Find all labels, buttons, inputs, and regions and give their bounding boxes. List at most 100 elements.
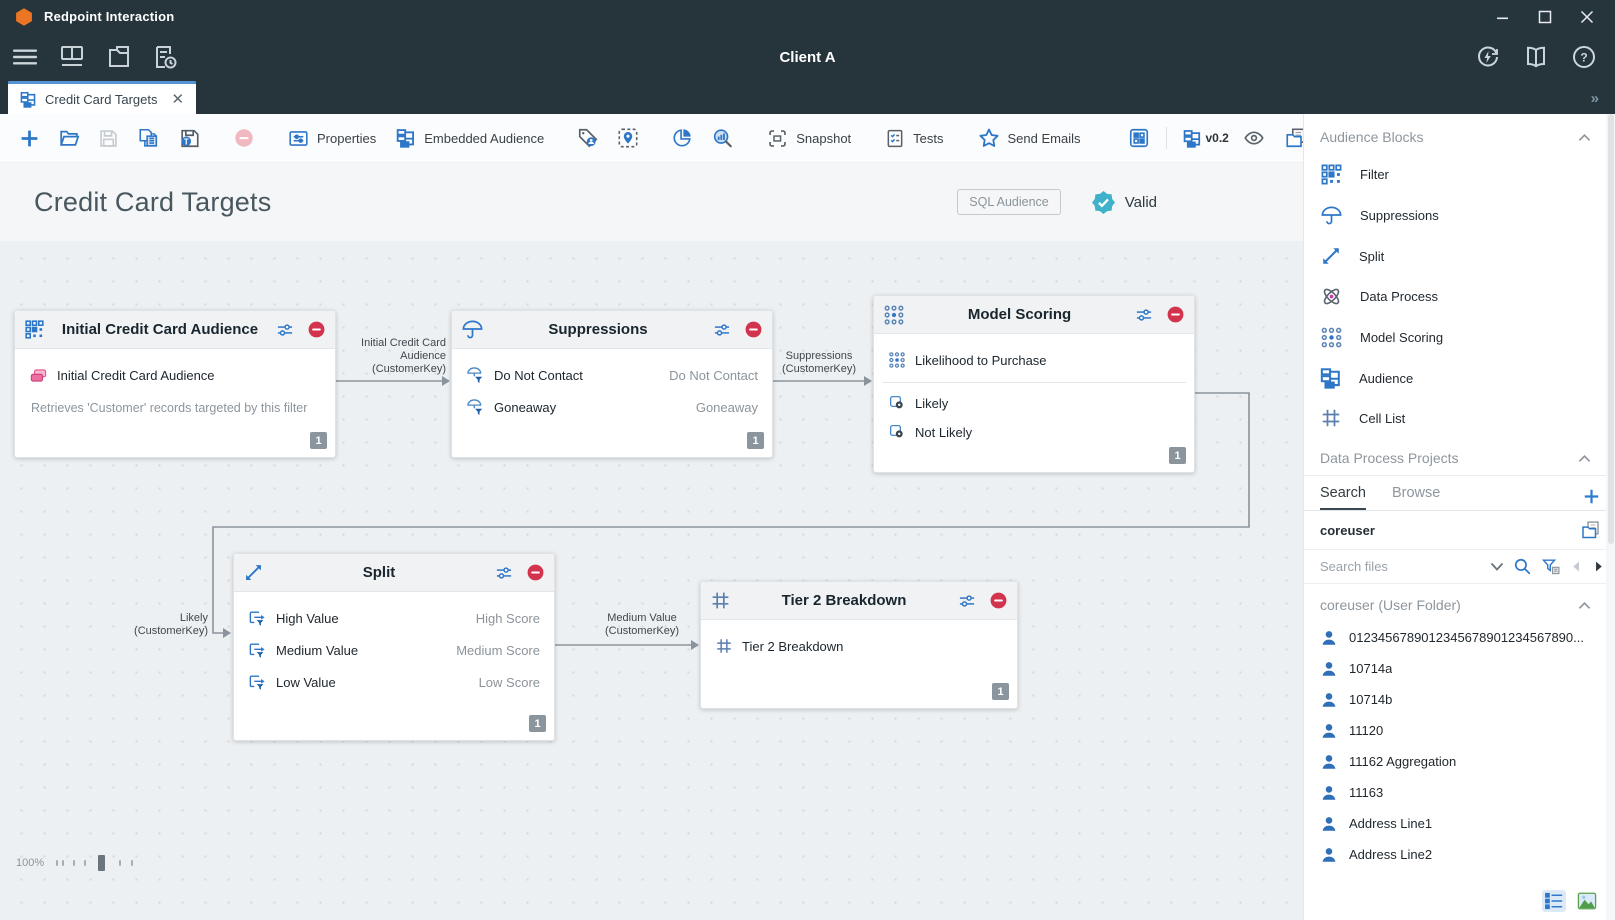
send-emails-star-icon — [978, 127, 1000, 149]
tests-button[interactable]: Tests — [875, 128, 953, 149]
node-model-scoring[interactable]: Model Scoring Likeliho — [873, 295, 1195, 473]
audiences-workspace-icon[interactable] — [58, 44, 86, 70]
file-item[interactable]: 10714a — [1304, 653, 1615, 684]
file-item[interactable]: 0123456789012345678901234567890... — [1304, 622, 1615, 653]
node-delete-button[interactable] — [526, 563, 545, 582]
version-label: v0.2 — [1205, 131, 1229, 145]
block-item-filter[interactable]: Filter — [1304, 154, 1615, 195]
export-documents-button[interactable] — [1275, 127, 1316, 149]
block-item-suppressions[interactable]: Suppressions — [1304, 195, 1615, 236]
file-search-bar — [1304, 550, 1615, 584]
node-settings-icon[interactable] — [712, 320, 732, 340]
suppressions-icon — [461, 318, 484, 341]
block-item-cell-list[interactable]: Cell List — [1304, 398, 1615, 438]
audience-blocks-header[interactable]: Audience Blocks — [1304, 114, 1615, 154]
open-button[interactable] — [49, 127, 89, 149]
file-item[interactable]: 11120 — [1304, 715, 1615, 746]
next-page-icon[interactable] — [1592, 560, 1605, 573]
maximize-button[interactable] — [1537, 9, 1553, 25]
chevron-down-icon[interactable] — [1490, 562, 1504, 572]
close-button[interactable] — [1579, 9, 1595, 25]
app-title: Redpoint Interaction — [44, 9, 175, 24]
valid-seal-icon — [1091, 190, 1115, 214]
node-delete-button[interactable] — [744, 320, 763, 339]
sidebar-scrollbar[interactable] — [1606, 114, 1615, 920]
dashboard-button[interactable] — [1119, 127, 1159, 149]
block-item-model-scoring[interactable]: Model Scoring — [1304, 317, 1615, 358]
user-icon — [1322, 630, 1336, 645]
list-view-button[interactable] — [1542, 890, 1566, 912]
hamburger-menu-icon[interactable] — [12, 46, 38, 68]
node-title: Initial Credit Card Audience — [61, 321, 259, 338]
user-folder-header[interactable]: coreuser (User Folder) — [1304, 584, 1615, 622]
filter-files-icon[interactable] — [1541, 557, 1561, 576]
previous-page-icon[interactable] — [1570, 560, 1583, 573]
help-icon[interactable]: ? — [1571, 44, 1597, 70]
user-icon — [1322, 754, 1336, 769]
file-item[interactable]: 11162 Aggregation — [1304, 746, 1615, 777]
open-project-icon[interactable] — [1580, 520, 1601, 540]
documentation-icon[interactable] — [1523, 44, 1549, 70]
user-icon — [1322, 816, 1336, 831]
tab-bar: Credit Card Targets ✕ » — [0, 81, 1615, 114]
add-project-button[interactable] — [1582, 487, 1601, 510]
node-delete-button[interactable] — [1166, 305, 1185, 324]
node-settings-icon[interactable] — [1134, 305, 1154, 325]
node-tier-2-breakdown[interactable]: Tier 2 Breakdown Tier — [700, 581, 1018, 709]
node-delete-button[interactable] — [989, 591, 1008, 610]
file-item[interactable]: 10714b — [1304, 684, 1615, 715]
remove-button[interactable] — [224, 127, 264, 149]
tab-close-icon[interactable]: ✕ — [171, 90, 185, 108]
add-block-button[interactable] — [10, 128, 49, 149]
minimize-button[interactable] — [1495, 9, 1511, 25]
properties-button[interactable]: Properties — [278, 128, 386, 149]
node-initial-credit-card-audience[interactable]: Initial Credit Card Audience — [14, 310, 336, 458]
thumbnail-view-button[interactable] — [1575, 890, 1599, 912]
project-row-coreuser[interactable]: coreuser — [1304, 511, 1615, 550]
file-item[interactable]: Address Line1 — [1304, 808, 1615, 839]
window-titlebar: Redpoint Interaction — [0, 0, 1615, 33]
tab-overflow-icon[interactable]: » — [1590, 90, 1599, 107]
node-settings-icon[interactable] — [494, 563, 514, 583]
node-settings-icon[interactable] — [957, 591, 977, 611]
version-indicator[interactable]: v0.2 — [1174, 129, 1233, 148]
search-icon[interactable] — [1513, 557, 1532, 576]
save-button[interactable] — [89, 128, 128, 149]
audience-canvas[interactable]: Initial Credit Card Audience (CustomerKe… — [0, 241, 1303, 920]
tab-browse[interactable]: Browse — [1391, 485, 1441, 501]
analyze-button[interactable] — [702, 127, 743, 149]
collapse-icon[interactable] — [1578, 133, 1591, 142]
tab-search[interactable]: Search — [1320, 485, 1366, 510]
node-suppressions[interactable]: Suppressions Do Not Co — [451, 310, 773, 458]
canvas-zoom-control[interactable]: 100% — [16, 855, 134, 871]
files-workspace-icon[interactable] — [106, 44, 132, 70]
data-process-projects-header[interactable]: Data Process Projects — [1304, 438, 1615, 475]
save-template-button[interactable]: T — [169, 127, 210, 149]
node-split[interactable]: Split High Value — [233, 553, 555, 741]
collapse-icon[interactable] — [1578, 601, 1591, 610]
file-item[interactable]: 11163 — [1304, 777, 1615, 808]
sync-status-icon[interactable] — [1475, 44, 1501, 70]
save-copy-button[interactable] — [128, 127, 169, 149]
tab-credit-card-targets[interactable]: Credit Card Targets ✕ — [8, 81, 197, 114]
counts-chart-button[interactable] — [662, 127, 702, 149]
zoom-slider-handle[interactable] — [98, 855, 106, 871]
node-delete-button[interactable] — [307, 320, 326, 339]
node-count-badge: 1 — [310, 432, 327, 449]
block-item-audience[interactable]: Audience — [1304, 358, 1615, 398]
collapse-icon[interactable] — [1578, 454, 1591, 463]
scheduled-jobs-icon[interactable] — [152, 44, 178, 70]
geo-selection-button[interactable] — [608, 127, 648, 149]
file-item[interactable]: Address Line2 — [1304, 839, 1615, 870]
tag-audience-button[interactable] — [568, 127, 608, 149]
search-files-input[interactable] — [1320, 559, 1481, 574]
block-item-data-process[interactable]: Data Process — [1304, 276, 1615, 317]
send-emails-button[interactable]: Send Emails — [968, 127, 1091, 149]
snapshot-button[interactable]: Snapshot — [757, 128, 861, 149]
scrollbar-thumb[interactable] — [1607, 114, 1614, 544]
properties-icon — [288, 128, 309, 149]
embedded-audience-button[interactable]: Embedded Audience — [386, 128, 554, 148]
block-item-split[interactable]: Split — [1304, 236, 1615, 276]
node-settings-icon[interactable] — [275, 320, 295, 340]
preview-button[interactable] — [1233, 127, 1275, 149]
